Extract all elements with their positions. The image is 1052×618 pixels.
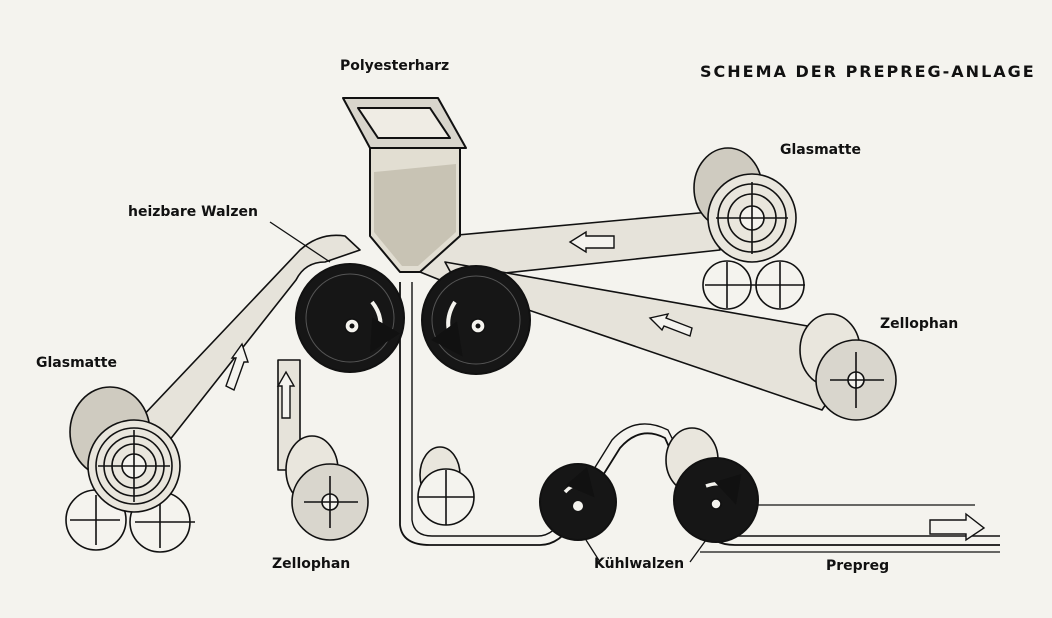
flow-arrow-icon xyxy=(929,512,986,542)
glass-mat-roll-right xyxy=(693,147,805,310)
flow-arrow-icon xyxy=(648,312,693,337)
label-prepreg: Prepreg xyxy=(826,558,890,574)
diagram-title: SCHEMA DER PREPREG-ANLAGE xyxy=(700,62,1036,81)
cellophane-roll-right xyxy=(799,313,897,421)
label-polyester-resin: Polyesterharz xyxy=(340,58,450,74)
rotation-arrow-icon xyxy=(369,300,400,353)
label-glass-mat-left: Glasmatte xyxy=(36,355,117,371)
flow-arrow-icon xyxy=(276,370,296,419)
rotation-arrow-icon xyxy=(430,300,463,357)
flow-arrows xyxy=(225,230,986,542)
label-cellophane-bottom: Zellophan xyxy=(272,556,351,572)
leader-lines xyxy=(269,221,707,563)
label-glass-mat-right: Glasmatte xyxy=(780,142,861,158)
heated-roller-right xyxy=(421,265,531,375)
rotation-arrow-icon xyxy=(563,466,595,498)
heated-roller-left xyxy=(295,263,405,373)
label-heated-rollers: heizbare Walzen xyxy=(128,204,258,220)
rotation-arrow-icon xyxy=(705,473,742,505)
flow-arrow-icon xyxy=(225,342,249,391)
label-cellophane-right: Zellophan xyxy=(880,316,959,332)
guide-roller xyxy=(417,446,475,526)
cellophane-roll-bottom xyxy=(285,435,369,541)
cooling-roller-left xyxy=(539,463,617,541)
hopper-resin-fill xyxy=(374,164,456,266)
glass-mat-roll-left xyxy=(65,386,195,553)
resin-hopper xyxy=(342,97,467,273)
hopper-inner xyxy=(357,107,451,139)
flow-arrow-icon xyxy=(568,230,615,254)
cooling-roller-right xyxy=(665,427,759,543)
label-cooling-rollers: Kühlwalzen xyxy=(594,556,685,572)
